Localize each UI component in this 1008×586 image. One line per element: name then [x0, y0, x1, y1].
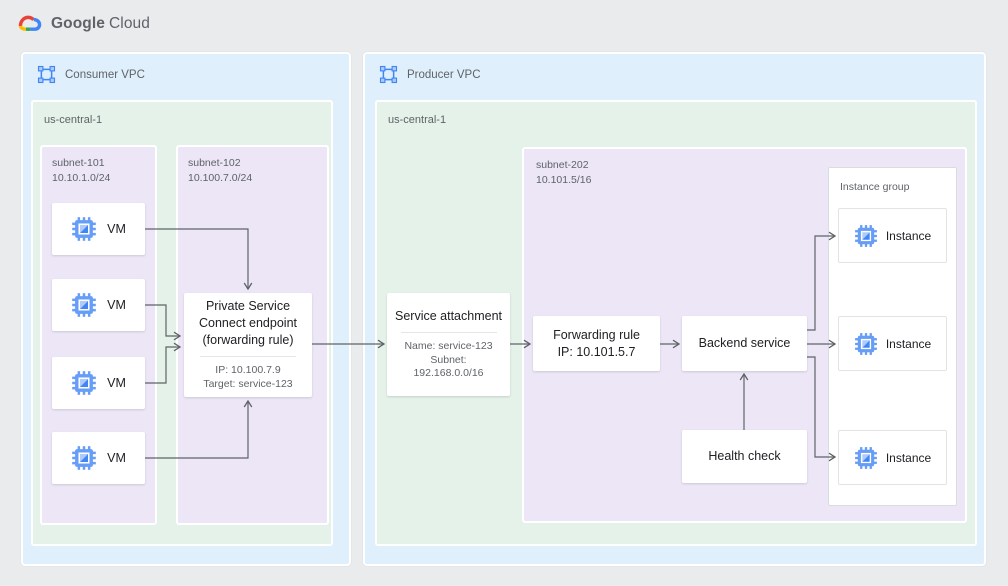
vm-box-4: VM	[52, 432, 145, 484]
compute-engine-icon	[71, 370, 97, 396]
vm-label: VM	[107, 376, 126, 390]
consumer-region-label: us-central-1	[44, 114, 103, 126]
divider	[400, 331, 497, 333]
instance-box-3: Instance	[838, 430, 947, 485]
subnet-101-name: subnet-101	[52, 157, 105, 169]
health-check-box: Health check	[682, 430, 807, 483]
psc-title-line-1: Private Service	[205, 299, 291, 314]
instance-label: Instance	[885, 336, 932, 351]
service-attachment-subnet-cidr: 192.168.0.0/16	[413, 367, 484, 380]
vpc-network-icon	[37, 65, 56, 84]
psc-endpoint-box: Private Service Connect endpoint (forwar…	[184, 293, 312, 397]
instance-label: Instance	[885, 450, 932, 465]
subnet-102-name: subnet-102	[188, 157, 241, 169]
vm-label: VM	[107, 451, 126, 465]
subnet-202-cidr: 10.101.5/16	[536, 173, 592, 186]
subnet-102-label: subnet-102 10.100.7.0/24	[178, 147, 327, 185]
instance-label: Instance	[885, 228, 932, 243]
subnet-202-name: subnet-202	[536, 159, 589, 171]
service-attachment-title: Service attachment	[395, 308, 502, 323]
producer-region-label: us-central-1	[388, 114, 447, 126]
forwarding-rule-box: Forwarding rule IP: 10.101.5.7	[533, 316, 660, 371]
vm-box-3: VM	[52, 357, 145, 409]
service-attachment-details: Name: service-123 Subnet: 192.168.0.0/16	[404, 340, 492, 382]
service-attachment-name: Name: service-123	[404, 339, 493, 352]
instance-box-1: Instance	[838, 208, 947, 263]
vm-label: VM	[107, 222, 126, 236]
consumer-vpc-label: Consumer VPC	[65, 68, 145, 81]
subnet-101-label: subnet-101 10.10.1.0/24	[42, 147, 155, 185]
google-cloud-logo-icon	[16, 13, 44, 34]
compute-engine-icon	[71, 216, 97, 242]
producer-vpc-label: Producer VPC	[407, 68, 481, 81]
health-check-label: Health check	[708, 449, 781, 464]
vm-box-2: VM	[52, 279, 145, 331]
compute-engine-icon	[71, 292, 97, 318]
service-attachment-subnet-label: Subnet:	[430, 353, 467, 366]
subnet-202-label: subnet-202 10.101.5/16	[524, 149, 965, 187]
compute-engine-icon	[71, 445, 97, 471]
psc-endpoint-target: Target: service-123	[203, 377, 293, 390]
psc-endpoint-ip: IP: 10.100.7.9	[215, 363, 281, 376]
brand-cloud: Cloud	[109, 14, 150, 32]
forwarding-rule-line-1: Forwarding rule	[553, 327, 640, 342]
psc-title-line-3: (forwarding rule)	[202, 333, 294, 348]
forwarding-rule-line-2: IP: 10.101.5.7	[557, 344, 636, 359]
vpc-network-icon	[379, 65, 398, 84]
backend-service-label: Backend service	[698, 336, 791, 351]
compute-engine-icon	[854, 224, 878, 248]
instance-box-2: Instance	[838, 316, 947, 371]
compute-engine-icon	[854, 446, 878, 470]
psc-endpoint-title: Private Service Connect endpoint (forwar…	[199, 298, 297, 349]
vm-box-1: VM	[52, 203, 145, 255]
psc-endpoint-details: IP: 10.100.7.9 Target: service-123	[203, 364, 292, 392]
subnet-102-cidr: 10.100.7.0/24	[188, 171, 253, 184]
instance-group-label: Instance group	[840, 181, 910, 193]
brand-google: Google	[51, 14, 105, 32]
consumer-vpc-header: Consumer VPC	[23, 54, 349, 84]
vm-label: VM	[107, 298, 126, 312]
producer-vpc-header: Producer VPC	[365, 54, 984, 84]
backend-service-box: Backend service	[682, 316, 807, 371]
divider	[200, 355, 296, 357]
compute-engine-icon	[854, 332, 878, 356]
psc-title-line-2: Connect endpoint	[199, 316, 297, 331]
service-attachment-box: Service attachment Name: service-123 Sub…	[387, 293, 510, 396]
subnet-101-cidr: 10.10.1.0/24	[52, 171, 111, 184]
